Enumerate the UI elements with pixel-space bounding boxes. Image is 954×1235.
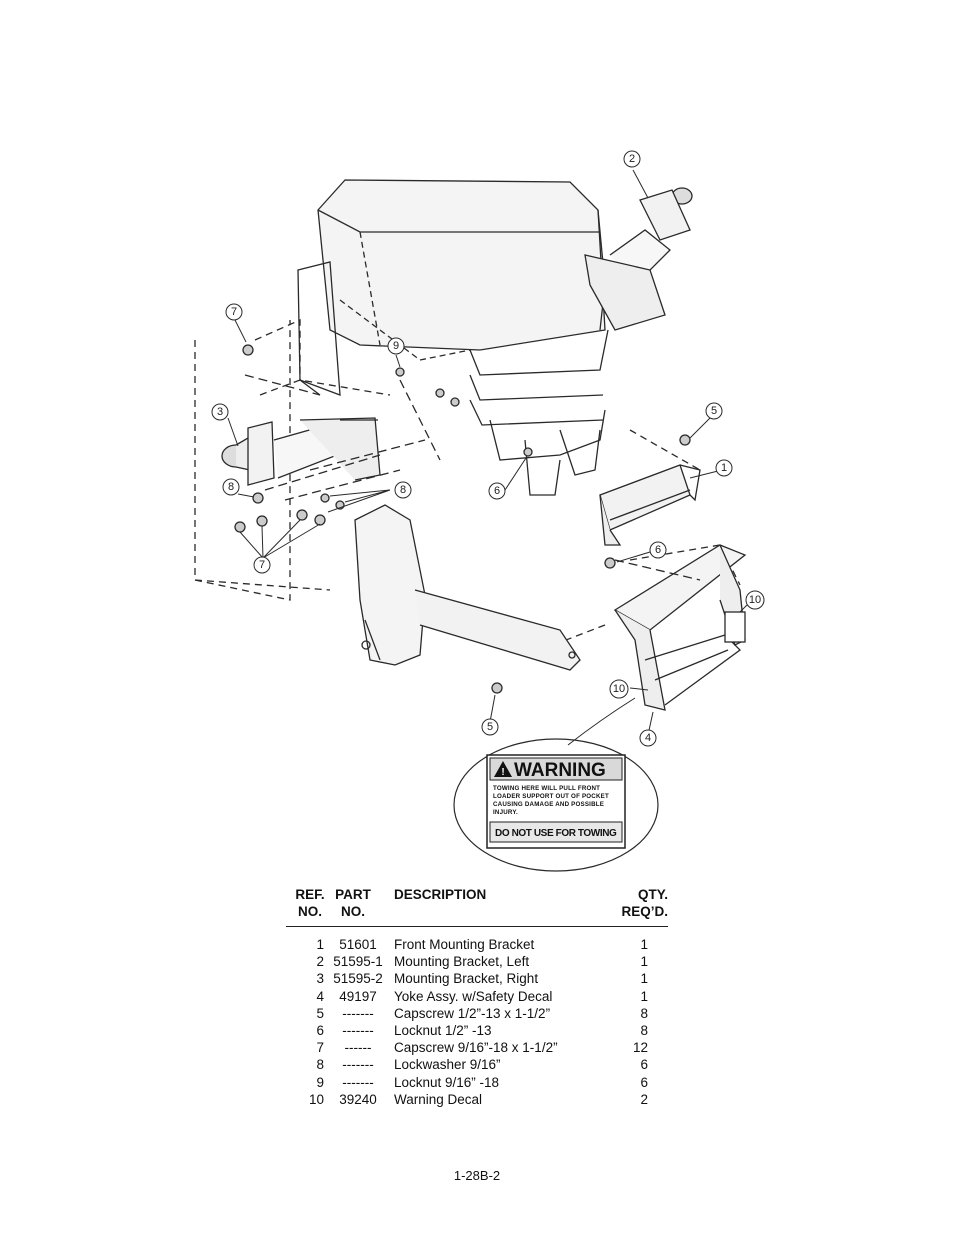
loader-support-arm xyxy=(354,504,581,671)
bolt-path-lines xyxy=(244,374,701,581)
svg-text:10: 10 xyxy=(613,683,625,695)
svg-text:INJURY.: INJURY. xyxy=(493,809,518,816)
callout-2: 2 xyxy=(623,150,641,168)
page-number: 1-28B-2 xyxy=(453,1168,501,1183)
callout-4: 4 xyxy=(639,729,657,747)
svg-text:7: 7 xyxy=(259,559,265,571)
callout-9: 9 xyxy=(387,337,405,355)
callout-3: 3 xyxy=(211,403,229,421)
svg-text:6: 6 xyxy=(655,544,661,556)
right-mounting-bracket xyxy=(584,187,693,331)
callout-1: 1 xyxy=(715,459,733,477)
callout-8-left: 8 xyxy=(222,478,240,496)
svg-text:!: ! xyxy=(501,767,504,778)
svg-text:8: 8 xyxy=(400,484,406,496)
yoke-assembly xyxy=(613,544,747,711)
fasteners xyxy=(234,344,691,694)
header-qty: QTY. REQ’D. xyxy=(621,887,668,920)
left-mounting-bracket xyxy=(221,417,381,486)
svg-text:8: 8 xyxy=(228,481,234,493)
table-row: 8-------Lockwasher 9/16”6 xyxy=(316,1057,648,1073)
svg-text:9: 9 xyxy=(393,340,399,352)
svg-text:LOADER SUPPORT OUT OF POCKET: LOADER SUPPORT OUT OF POCKET xyxy=(493,793,609,800)
callout-7-top: 7 xyxy=(225,303,243,321)
callout-10-left: 10 xyxy=(609,679,629,699)
seat-outline xyxy=(297,179,609,496)
exploded-parts-diagram: 1 2 3 4 5 5 6 6 7 7 8 8 9 10 10 ! WARNIN… xyxy=(194,150,765,872)
table-row: 5-------Capscrew 1/2”-13 x 1-1/2”8 xyxy=(316,1005,648,1021)
warning-decal: ! WARNING TOWING HERE WILL PULL FRONT LO… xyxy=(486,754,626,849)
svg-text:4: 4 xyxy=(645,732,651,744)
callout-8-right: 8 xyxy=(394,481,412,499)
svg-text:5: 5 xyxy=(711,405,717,417)
callout-10-right: 10 xyxy=(745,590,765,610)
svg-text:TOWING HERE WILL PULL FRONT: TOWING HERE WILL PULL FRONT xyxy=(493,785,600,792)
header-description: DESCRIPTION xyxy=(394,887,487,902)
svg-text:6: 6 xyxy=(494,485,500,497)
svg-text:DO NOT USE FOR TOWING: DO NOT USE FOR TOWING xyxy=(495,828,617,839)
warning-triangle-icon xyxy=(494,761,512,777)
svg-text:1: 1 xyxy=(721,462,727,474)
svg-text:5: 5 xyxy=(487,721,493,733)
callout-7-bottom: 7 xyxy=(253,556,271,574)
front-mounting-bracket xyxy=(599,464,701,546)
table-header: REF. NO. PART NO. DESCRIPTION QTY. REQ’D… xyxy=(286,886,668,927)
decal-detail-bubble xyxy=(453,738,659,872)
callout-bubbles: 1 2 3 4 5 5 6 6 7 7 8 8 9 10 10 xyxy=(211,150,765,747)
svg-text:10: 10 xyxy=(749,594,761,606)
svg-text:WARNING: WARNING xyxy=(514,760,606,781)
callout-6-left: 6 xyxy=(488,482,506,500)
callout-5-top: 5 xyxy=(705,402,723,420)
svg-text:7: 7 xyxy=(231,306,237,318)
table-row: 7------Capscrew 9/16”-18 x 1-1/2”12 xyxy=(316,1040,648,1056)
header-ref: REF. NO. xyxy=(295,887,325,920)
svg-text:CAUSING DAMAGE AND POSSIBLE: CAUSING DAMAGE AND POSSIBLE xyxy=(493,801,604,808)
svg-text:3: 3 xyxy=(217,406,223,418)
parts-list-table: REF. NO. PART NO. DESCRIPTION QTY. REQ’D… xyxy=(286,886,668,1108)
header-part: PART NO. xyxy=(335,887,371,920)
callout-5-bottom: 5 xyxy=(481,718,499,736)
svg-text:2: 2 xyxy=(629,153,635,165)
callout-6-right: 6 xyxy=(649,541,667,559)
